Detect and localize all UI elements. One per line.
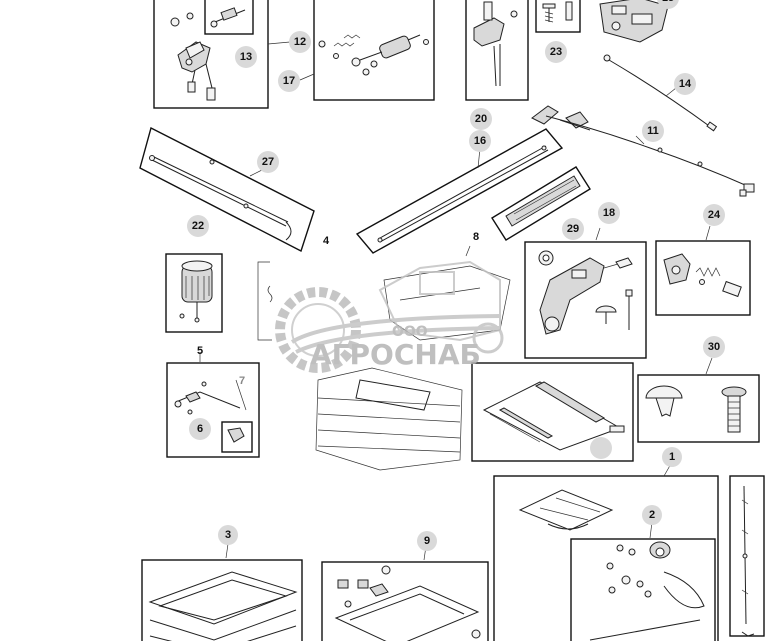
agrosnab-watermark-logo: ООО АГРОСНАБ: [275, 260, 504, 373]
part-group-seat-suspension: [315, 367, 463, 471]
callout-12: 12: [289, 31, 311, 53]
part-14-cable: [603, 54, 718, 132]
callout-14: 14: [674, 73, 696, 95]
part-group-29: [491, 166, 591, 241]
callout-9: 9: [417, 531, 437, 551]
svg-text:2: 2: [649, 509, 655, 521]
part-group-18: [524, 227, 647, 359]
callout-23: 24: [703, 204, 725, 226]
callout-3: 3: [218, 525, 238, 545]
callout-20: 20: [470, 108, 492, 130]
plain-labels: 4 8 5 7: [197, 231, 479, 387]
part-group-17: [299, 0, 435, 101]
label-8: 8: [473, 231, 479, 243]
callout-15: 15: [657, 0, 679, 9]
svg-text:9: 9: [424, 535, 430, 547]
label-4: 4: [323, 235, 330, 247]
watermark-prefix: ООО: [392, 324, 428, 340]
part-group-5: [166, 352, 260, 458]
callout-16: 16: [469, 130, 491, 152]
callout-2: 2: [642, 505, 662, 525]
svg-text:27: 27: [262, 156, 274, 168]
svg-text:30: 30: [708, 341, 720, 353]
svg-text:18: 18: [603, 207, 615, 219]
watermark-name: АГРОСНАБ: [310, 338, 481, 371]
svg-text:14: 14: [679, 78, 692, 90]
part-group-side-rail: [729, 475, 765, 637]
part-group-27: [139, 126, 315, 252]
callout-30: [590, 437, 612, 459]
callout-1: 1: [662, 447, 682, 467]
callout-13: 13: [235, 46, 257, 68]
svg-text:16: 16: [474, 135, 486, 147]
callout-11: 11: [642, 120, 664, 142]
svg-text:20: 20: [475, 113, 487, 125]
part-group-16: [355, 128, 564, 254]
svg-text:1: 1: [669, 451, 675, 463]
part-group-23: [655, 225, 751, 316]
callout-17: 17: [278, 70, 300, 92]
svg-text:29: 29: [567, 223, 579, 235]
svg-text:15: 15: [662, 0, 674, 4]
part-11-harness: [531, 105, 755, 197]
callout-6: 6: [189, 418, 211, 440]
part-group-22: [535, 0, 581, 33]
part-group-24: [637, 357, 760, 443]
callout-29: 29: [562, 218, 584, 240]
svg-text:12: 12: [294, 36, 306, 48]
svg-text:13: 13: [240, 51, 252, 63]
part-group-1: [493, 461, 719, 641]
part-group-20: [465, 0, 529, 101]
svg-text:6: 6: [197, 423, 203, 435]
callout-22: 23: [545, 41, 567, 63]
part-group-30: [471, 362, 634, 462]
svg-text:11: 11: [647, 125, 659, 137]
part-group-12: [153, 0, 291, 109]
label-5: 5: [197, 345, 203, 357]
svg-text:3: 3: [225, 529, 231, 541]
part-15-housing: [599, 0, 669, 43]
callout-labels: 12 13 17 20 23 15 14 11 16 27 29 18 24 2…: [187, 0, 725, 551]
part-group-3: [141, 543, 303, 641]
part-group-9: [321, 545, 489, 641]
callout-21: 22: [187, 215, 209, 237]
callout-18: 18: [598, 202, 620, 224]
part-group-4: [257, 261, 273, 341]
callout-24: 30: [703, 336, 725, 358]
label-7: 7: [239, 375, 245, 387]
part-group-21: [165, 253, 223, 333]
callout-27: 27: [257, 151, 279, 173]
svg-text:24: 24: [708, 209, 721, 221]
svg-text:23: 23: [550, 46, 562, 58]
part-group-2: [570, 521, 716, 641]
svg-text:17: 17: [283, 75, 295, 87]
svg-text:22: 22: [192, 220, 204, 232]
